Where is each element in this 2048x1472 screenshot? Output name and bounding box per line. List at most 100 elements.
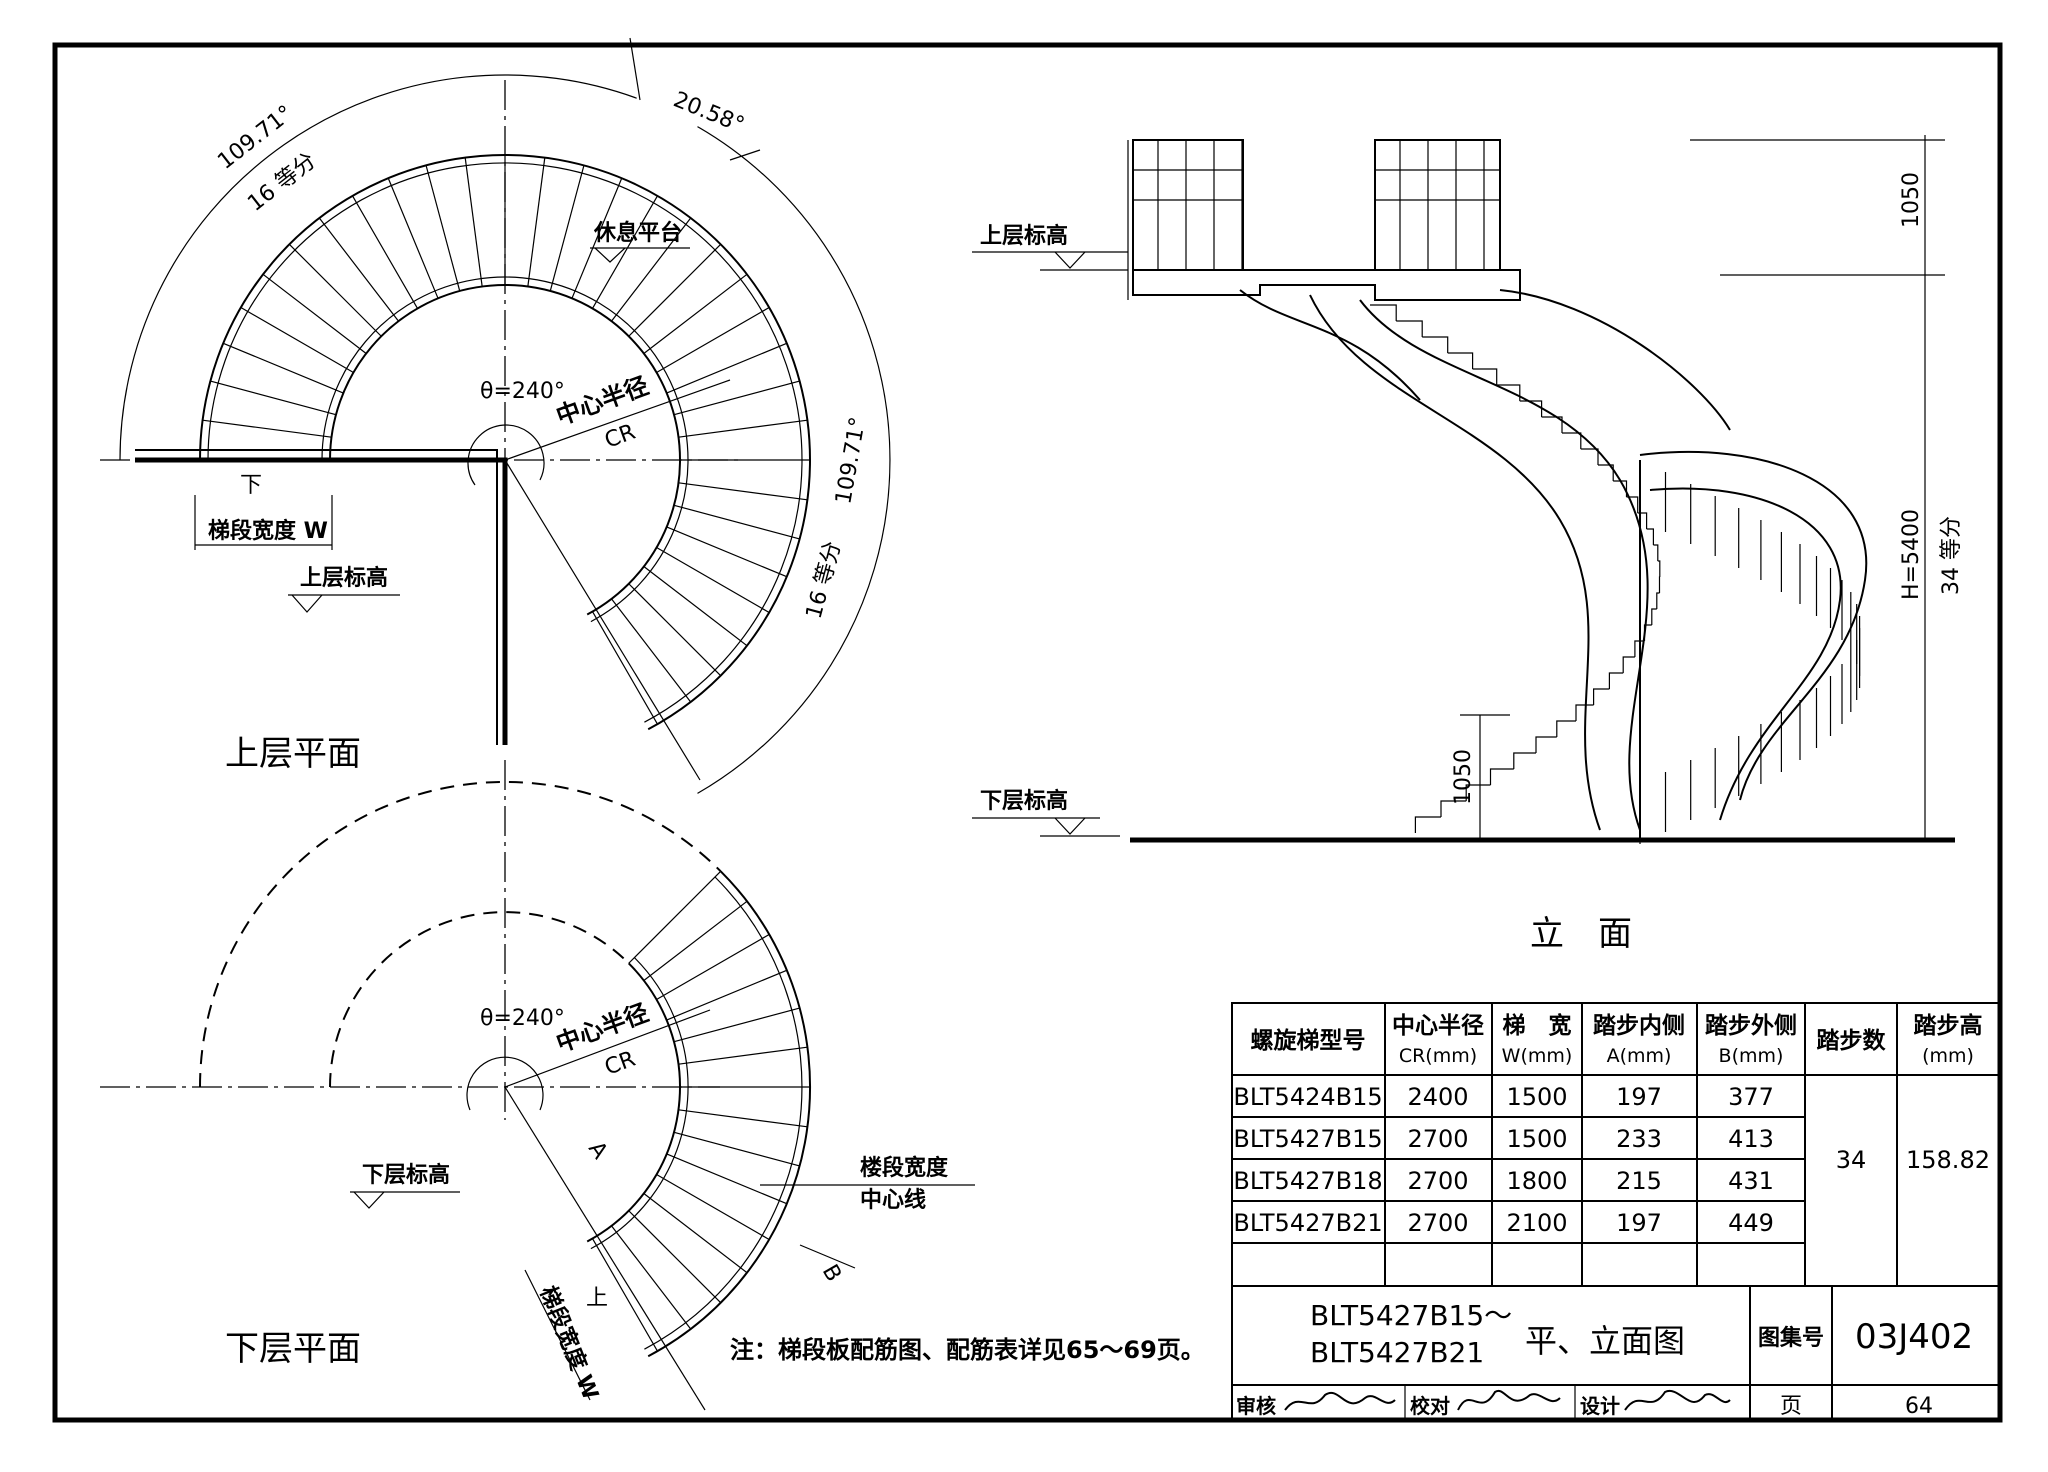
elevation-step <box>1657 560 1661 577</box>
upper-plan-stair-treads <box>199 154 811 731</box>
upper-arc-top-label: 20.58° <box>670 87 748 138</box>
title-name-suffix: 平、立面图 <box>1525 1322 1685 1360</box>
upper-stair-tread <box>643 273 748 354</box>
lower-stair-tread <box>591 1238 659 1352</box>
lower-stair-tread <box>611 1225 692 1330</box>
upper-landing-wall <box>135 457 508 745</box>
upper-stair-tread <box>387 177 439 299</box>
table-cell: 2100 <box>1506 1209 1567 1237</box>
table-cell: 1500 <box>1506 1125 1567 1153</box>
upper-stair-tread <box>262 273 367 354</box>
upper-stair-tread <box>464 157 483 287</box>
upper-arc-right-label: 109.71° <box>831 415 871 506</box>
table-header-cell: 踏步外侧 <box>1705 1012 1797 1039</box>
upper-stair-tread <box>549 165 585 292</box>
upper-stair-tread <box>240 306 354 374</box>
lower-stair-tread <box>666 1153 788 1205</box>
upper-stair-tread <box>591 611 659 725</box>
table-cell: 431 <box>1728 1167 1774 1195</box>
upper-plan-title: 上层平面 <box>225 734 361 774</box>
elevation-step <box>1562 432 1582 449</box>
upper-stair-tread <box>425 165 461 292</box>
lower-stair-tread <box>656 1173 770 1241</box>
table-cell: BLT5427B18 <box>1233 1167 1382 1195</box>
lower-centerline-label-2: 中心线 <box>860 1187 926 1213</box>
table-cell: 449 <box>1728 1209 1774 1237</box>
table-cell: 2400 <box>1407 1083 1468 1111</box>
upper-stair-arc <box>207 162 803 723</box>
elevation-step <box>1396 320 1423 337</box>
elevation-step <box>1653 544 1659 561</box>
upper-center-radius-label: 中心半径 <box>552 371 652 430</box>
check-label: 校对 <box>1410 1394 1450 1418</box>
lower-centerline-label-1: 楼段宽度 <box>860 1155 949 1181</box>
upper-stair-tread <box>611 217 692 322</box>
elevation-step <box>1593 688 1610 705</box>
table-header-cell: 螺旋梯型号 <box>1251 1027 1366 1054</box>
table-cell: 233 <box>1616 1125 1662 1153</box>
lower-stair-tread <box>628 1210 722 1304</box>
elevation-dim-top: 1050 <box>1899 172 1924 228</box>
upper-stair-tread <box>611 598 692 703</box>
table-header-cell: 踏步数 <box>1817 1028 1887 1054</box>
upper-stair-tread <box>202 419 332 438</box>
elevation-stringer-outer <box>1359 299 1649 831</box>
lower-center-radius-label: 中心半径 <box>552 998 652 1057</box>
upper-stair-tread <box>210 380 337 416</box>
upper-stair-tread <box>628 243 722 337</box>
title-name-line1: BLT5427B15～ <box>1310 1299 1512 1332</box>
elevation-step <box>1535 736 1557 753</box>
upper-stair-tread <box>643 566 748 647</box>
table-header-unit: A(mm) <box>1607 1045 1672 1067</box>
upper-theta-label: θ=240° <box>480 379 565 404</box>
table-cell: 197 <box>1616 1083 1662 1111</box>
elevation-upper-slab <box>1132 269 1521 301</box>
lower-stair-tread <box>673 1007 800 1043</box>
elevation-balusters <box>1639 460 1861 844</box>
upper-stair-tread <box>666 342 788 394</box>
upper-stair-tread <box>678 419 808 438</box>
elevation-step <box>1556 720 1576 737</box>
table-header-unit: W(mm) <box>1502 1045 1573 1067</box>
elevation-step <box>1541 416 1563 433</box>
upper-landing-label: 休息平台 <box>593 220 682 246</box>
upper-arc-left-div: 16 等分 <box>243 148 321 216</box>
upper-stair-tread <box>527 157 546 287</box>
lower-stair-arc <box>590 957 689 1250</box>
elevation-top-railing <box>1133 140 1500 270</box>
elevation-step <box>1656 592 1660 609</box>
upper-arc-right-div: 16 等分 <box>802 539 847 622</box>
upper-stair-tread <box>666 526 788 578</box>
lower-plan-drawing: θ=240° 中心半径 CR 下层标高 A B 楼段宽度 中心线 上 梯段宽度 … <box>100 760 975 1411</box>
elevation-dim-height: H=5400 <box>1899 509 1924 600</box>
review-label: 审核 <box>1236 1394 1276 1418</box>
elevation-step <box>1646 528 1654 545</box>
upper-stair-arc <box>321 276 689 623</box>
upper-stair-tread <box>673 380 800 416</box>
elevation-dim-div: 34 等分 <box>1939 516 1964 595</box>
elevation-step <box>1634 640 1645 657</box>
elevation-step <box>1651 608 1657 625</box>
elevation-step <box>1580 448 1599 465</box>
lower-stair-arc <box>647 870 812 1358</box>
table-header-unit: (mm) <box>1922 1045 1974 1067</box>
lower-stair-tread <box>628 870 722 964</box>
atlas-label: 图集号 <box>1758 1325 1824 1351</box>
elevation-title: 立 面 <box>1530 914 1632 954</box>
upper-width-label: 梯段宽度 W <box>208 518 328 544</box>
lower-level-label: 下层标高 <box>362 1162 450 1188</box>
elevation-step <box>1608 672 1624 689</box>
elevation-lower-level-label: 下层标高 <box>980 788 1068 814</box>
elevation-step <box>1370 304 1397 321</box>
upper-stair-tread <box>673 504 800 540</box>
table-cell: 413 <box>1728 1125 1774 1153</box>
elevation-step <box>1472 368 1498 385</box>
upper-stair-tread <box>318 217 399 322</box>
elevation-step <box>1440 800 1467 817</box>
elevation-step-profile <box>1370 304 1661 833</box>
elevation-step <box>1465 784 1491 801</box>
elevation-step <box>1489 768 1514 785</box>
elevation-drawing: 1050 H=5400 34 等分 1050 上层标高 下层标高 立 面 <box>972 135 1964 954</box>
